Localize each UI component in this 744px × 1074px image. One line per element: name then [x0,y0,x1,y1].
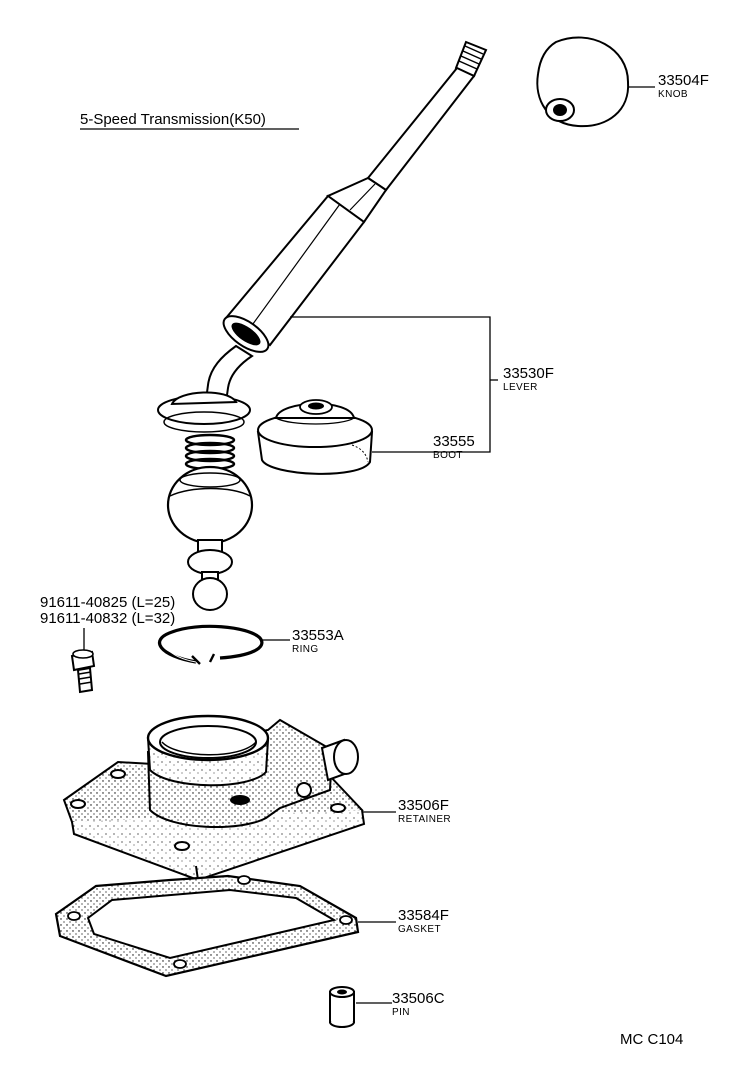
knob-drawing [536,36,655,128]
knob-part-number: 33504F [658,72,709,89]
boot-drawing [256,399,374,475]
pin-part-name: PIN [392,1007,410,1018]
bolt-part-number-2: 91611-40832 (L=32) [40,610,175,627]
pin-drawing [329,986,392,1028]
gasket-part-number: 33584F [398,907,449,924]
gasket-drawing [54,874,396,978]
pin-part-number: 33506C [392,990,445,1007]
retainer-part-number: 33506F [398,797,449,814]
lever-part-name: LEVER [503,382,538,393]
retainer-part-name: RETAINER [398,814,451,825]
lever-drawing [157,40,488,611]
lever-part-number: 33530F [503,365,554,382]
ring-part-name: RING [292,644,319,655]
diagram-code: MC C104 [620,1031,683,1048]
bolt-drawing [70,628,96,694]
diagram-title: 5-Speed Transmission(K50) [80,111,266,128]
ring-part-number: 33553A [292,627,344,644]
gasket-part-name: GASKET [398,924,441,935]
ring-drawing [158,624,290,665]
retainer-drawing [62,714,396,882]
knob-part-name: KNOB [658,89,688,100]
diagram-title-group: 5-Speed Transmission(K50) [80,111,299,130]
bolt-part-number-1: 91611-40825 (L=25) [40,594,175,611]
lever-leader [290,316,498,453]
boot-part-number: 33555 [433,433,475,450]
boot-part-name: BOOT [433,450,463,461]
